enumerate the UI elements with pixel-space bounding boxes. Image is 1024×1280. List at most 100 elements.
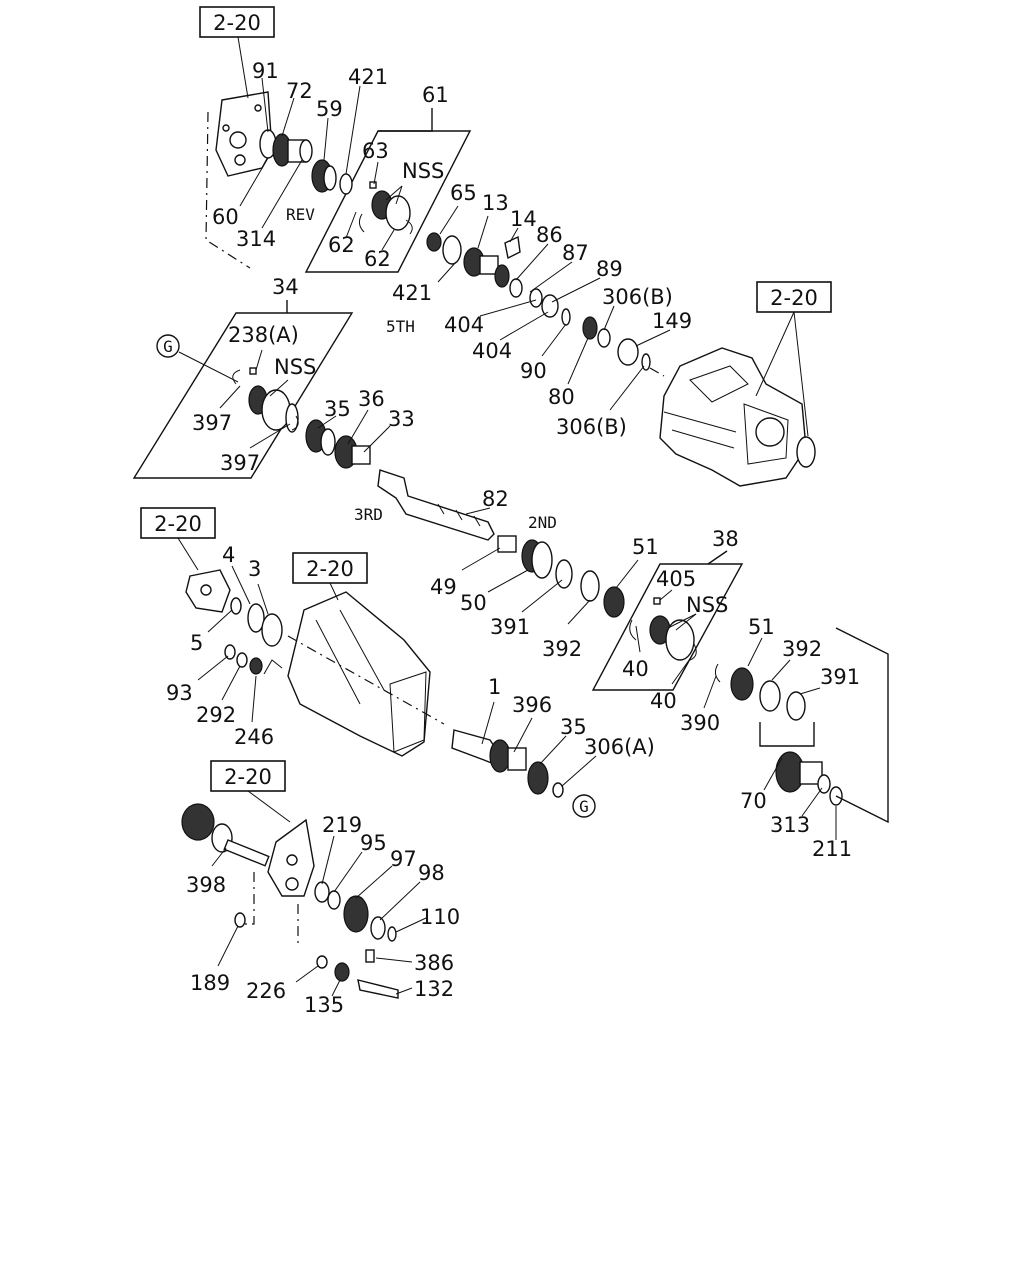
part-number[interactable]: 13 [482,191,509,215]
part-number[interactable]: 38 [712,527,739,551]
left-cover-plate[interactable] [185,569,231,613]
part-number[interactable]: 51 [632,535,659,559]
part-number[interactable]: 397 [220,451,260,475]
part-number[interactable]: 4 [222,543,235,567]
part-number[interactable]: 62 [328,233,355,257]
part-number[interactable]: 314 [236,227,276,251]
part-number[interactable]: 404 [472,339,512,363]
part-number[interactable]: 211 [812,837,852,861]
part-number[interactable]: 33 [388,407,415,431]
part-number[interactable]: 391 [820,665,860,689]
part-number[interactable]: 59 [316,97,343,121]
part-number[interactable]: 132 [414,977,454,1001]
part-number[interactable]: 89 [596,257,623,281]
g-marker-top[interactable]: G [156,334,180,358]
part-number[interactable]: 40 [650,689,677,713]
part-number[interactable]: 35 [324,397,351,421]
part-number[interactable]: 36 [358,387,385,411]
front-cover-plate[interactable] [215,91,273,177]
nss-label: NSS [686,593,728,617]
part-number[interactable]: 51 [748,615,775,639]
part-number[interactable]: 405 [656,567,696,591]
part-number[interactable]: 61 [422,83,449,107]
part-number[interactable]: 80 [548,385,575,409]
needle-bearing-59[interactable] [311,159,337,193]
part-number[interactable]: 34 [272,275,299,299]
clutch-housing[interactable] [287,591,431,757]
ref-box-left[interactable]: 2-20 [140,507,216,539]
part-number[interactable]: 49 [430,575,457,599]
part-number[interactable]: 392 [542,637,582,661]
part-number[interactable]: 226 [246,979,286,1003]
part-number[interactable]: 87 [562,241,589,265]
part-number[interactable]: 72 [286,79,313,103]
part-number[interactable]: 5 [190,631,203,655]
part-number[interactable]: 421 [348,65,388,89]
part-number[interactable]: 82 [482,487,509,511]
part-number[interactable]: 1 [488,675,501,699]
part-number[interactable]: 390 [680,711,720,735]
left-small-parts[interactable] [224,597,283,675]
snap-ring-421[interactable] [339,173,353,195]
synchronizer-38[interactable] [629,597,697,661]
part-number[interactable]: 97 [390,847,417,871]
part-number[interactable]: 98 [418,861,445,885]
synchronizer-61[interactable] [358,181,413,235]
part-number[interactable]: 397 [192,411,232,435]
part-number[interactable]: 35 [560,715,587,739]
transmission-case[interactable] [659,347,807,487]
second-gear-parts[interactable] [497,535,625,618]
part-number[interactable]: 396 [512,693,552,717]
ref-box-bottom[interactable]: 2-20 [210,760,286,792]
part-number[interactable]: 95 [360,831,387,855]
ref-box-housing[interactable]: 2-20 [292,552,368,584]
bottom-gear-parts[interactable] [234,881,399,999]
part-number[interactable]: 91 [252,59,279,83]
part-number[interactable]: 306(B) [602,285,673,309]
part-number[interactable]: 63 [362,139,389,163]
part-number[interactable]: 40 [622,657,649,681]
oil-seal-case[interactable] [796,436,816,468]
part-number[interactable]: 135 [304,993,344,1017]
part-number[interactable]: 86 [536,223,563,247]
main-drive-gear-72[interactable] [259,129,313,167]
part-number[interactable]: 306(A) [584,735,655,759]
part-number[interactable]: 219 [322,813,362,837]
part-number[interactable]: 110 [420,905,460,929]
part-number[interactable]: 93 [166,681,193,705]
part-number[interactable]: 398 [186,873,226,897]
synchronizer-34[interactable] [232,367,299,433]
ref-box-case[interactable]: 2-20 [756,281,832,313]
part-number[interactable]: 421 [392,281,432,305]
ref-box-top[interactable]: 2-20 [199,6,275,38]
part-number[interactable]: 65 [450,181,477,205]
part-number[interactable]: 60 [212,205,239,229]
part-number[interactable]: 62 [364,247,391,271]
third-gear-parts[interactable] [305,419,371,469]
part-number[interactable]: 90 [520,359,547,383]
part-number[interactable]: 292 [196,703,236,727]
part-number[interactable]: 189 [190,971,230,995]
part-number[interactable]: 14 [510,207,537,231]
part-number[interactable]: 391 [490,615,530,639]
part-number[interactable]: 404 [444,313,484,337]
counter-gear-parts[interactable] [714,663,843,806]
input-shaft-1[interactable] [451,729,564,798]
mainshaft-82[interactable] [377,469,495,541]
part-number[interactable]: 70 [740,789,767,813]
part-number[interactable]: 149 [652,309,692,333]
reverse-idler-gear-398[interactable] [181,803,270,867]
part-number[interactable]: 246 [234,725,274,749]
part-number[interactable]: 238(A) [228,323,299,347]
bottom-dash-line [236,872,255,925]
part-number[interactable]: 386 [414,951,454,975]
part-number[interactable]: 313 [770,813,810,837]
part-number[interactable]: 3 [248,557,261,581]
g-marker-bottom[interactable]: G [572,794,596,818]
fifth-gear-parts[interactable] [426,232,651,371]
part-number[interactable]: 50 [460,591,487,615]
part-number[interactable]: 392 [782,637,822,661]
rear-cover-plate[interactable] [267,818,315,897]
part-number[interactable]: 306(B) [556,415,627,439]
nss-label: NSS [402,159,444,183]
